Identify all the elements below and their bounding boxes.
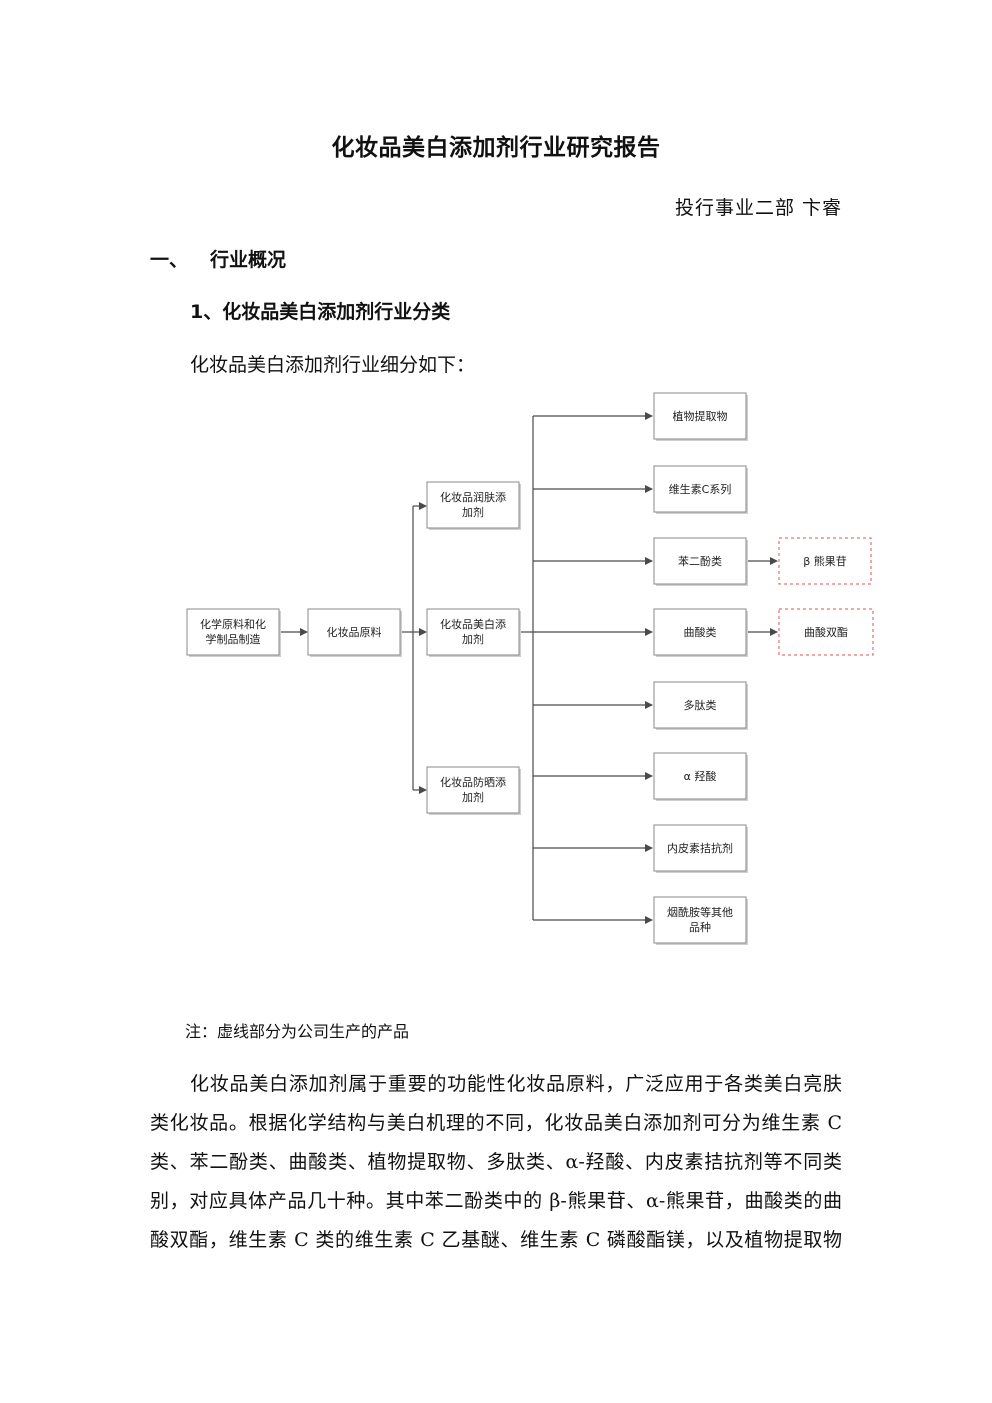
node-plant: 植物提取物 bbox=[653, 392, 748, 441]
node-sunscreen-line1: 化妆品防晒添 bbox=[440, 775, 506, 789]
node-moisturizing-line2: 加剂 bbox=[462, 505, 484, 519]
node-kojic-ester-label: 曲酸双酯 bbox=[804, 625, 848, 639]
paragraph-line: 别，对应具体产品几十种。其中苯二酚类中的 β-熊果苷、α-熊果苷，曲酸类的曲 bbox=[150, 1190, 842, 1212]
node-cosmetic-raw-label: 化妆品原料 bbox=[327, 625, 382, 639]
paragraph-line: 酸双酯，维生素 C 类的维生素 C 乙基醚、维生素 C 磷酸酯镁，以及植物提取物 bbox=[150, 1229, 842, 1251]
node-peptide: 多肽类 bbox=[653, 681, 748, 730]
lead-paragraph: 化妆品美白添加剂行业细分如下： bbox=[190, 354, 476, 376]
node-niacinamide-line1: 烟酰胺等其他 bbox=[667, 905, 733, 919]
node-vitc-label: 维生素C系列 bbox=[669, 482, 732, 496]
diagram-note: 注：虚线部分为公司生产的产品 bbox=[185, 1022, 410, 1041]
node-moisturizing-line1: 化妆品润肤添 bbox=[440, 490, 506, 504]
node-raw-chem-line1: 化学原料和化 bbox=[200, 617, 266, 631]
section-number: 一、 bbox=[150, 249, 189, 271]
node-kojic-label: 曲酸类 bbox=[684, 625, 717, 639]
node-hydroquinone-label: 苯二酚类 bbox=[678, 554, 722, 568]
paragraph-line: 类化妆品。根据化学结构与美白机理的不同，化妆品美白添加剂可分为维生素 C bbox=[150, 1112, 842, 1134]
subsection-heading: 1、化妆品美白添加剂行业分类 bbox=[190, 301, 451, 323]
node-aha: α 羟酸 bbox=[653, 752, 748, 801]
node-raw-chem: 化学原料和化 学制品制造 bbox=[186, 608, 281, 657]
node-whitening-line2: 加剂 bbox=[462, 632, 484, 646]
node-hydroquinone: 苯二酚类 bbox=[653, 537, 748, 586]
paragraph-line: 化妆品美白添加剂属于重要的功能性化妆品原料，广泛应用于各类美白亮肤 bbox=[190, 1073, 842, 1095]
node-whitening: 化妆品美白添 加剂 bbox=[426, 608, 521, 657]
author-line: 投行事业二部 卞睿 bbox=[674, 197, 842, 219]
node-kojic: 曲酸类 bbox=[653, 608, 748, 657]
section-title: 行业概况 bbox=[210, 249, 287, 271]
node-cosmetic-raw: 化妆品原料 bbox=[307, 608, 402, 657]
node-aha-label: α 羟酸 bbox=[684, 769, 717, 783]
diagram-edges bbox=[279, 412, 778, 924]
node-niacinamide: 烟酰胺等其他 品种 bbox=[653, 896, 748, 945]
node-plant-label: 植物提取物 bbox=[673, 409, 728, 423]
node-moisturizing: 化妆品润肤添 加剂 bbox=[426, 481, 521, 530]
node-vitc: 维生素C系列 bbox=[653, 465, 748, 514]
node-endothelin: 内皮素拮抗剂 bbox=[653, 824, 748, 873]
node-sunscreen: 化妆品防晒添 加剂 bbox=[426, 766, 521, 815]
node-endothelin-label: 内皮素拮抗剂 bbox=[667, 841, 733, 855]
node-whitening-line1: 化妆品美白添 bbox=[440, 617, 506, 631]
classification-diagram: 化学原料和化 学制品制造 化妆品原料 化妆品润肤添 加剂 化妆品美白添 加剂 化… bbox=[186, 392, 874, 945]
node-arbutin: β 熊果苷 bbox=[778, 537, 872, 585]
node-niacinamide-line2: 品种 bbox=[689, 920, 711, 934]
body-paragraph: 化妆品美白添加剂属于重要的功能性化妆品原料，广泛应用于各类美白亮肤 类化妆品。根… bbox=[150, 1065, 842, 1260]
paragraph-line: 类、苯二酚类、曲酸类、植物提取物、多肽类、α-羟酸、内皮素拮抗剂等不同类 bbox=[150, 1151, 842, 1173]
node-peptide-label: 多肽类 bbox=[684, 698, 717, 712]
node-raw-chem-line2: 学制品制造 bbox=[206, 632, 261, 646]
section-heading: 一、行业概况 bbox=[150, 245, 286, 272]
node-arbutin-label: β 熊果苷 bbox=[803, 554, 847, 568]
node-sunscreen-line2: 加剂 bbox=[462, 790, 484, 804]
page-title: 化妆品美白添加剂行业研究报告 bbox=[331, 135, 661, 161]
node-kojic-ester: 曲酸双酯 bbox=[778, 608, 874, 656]
